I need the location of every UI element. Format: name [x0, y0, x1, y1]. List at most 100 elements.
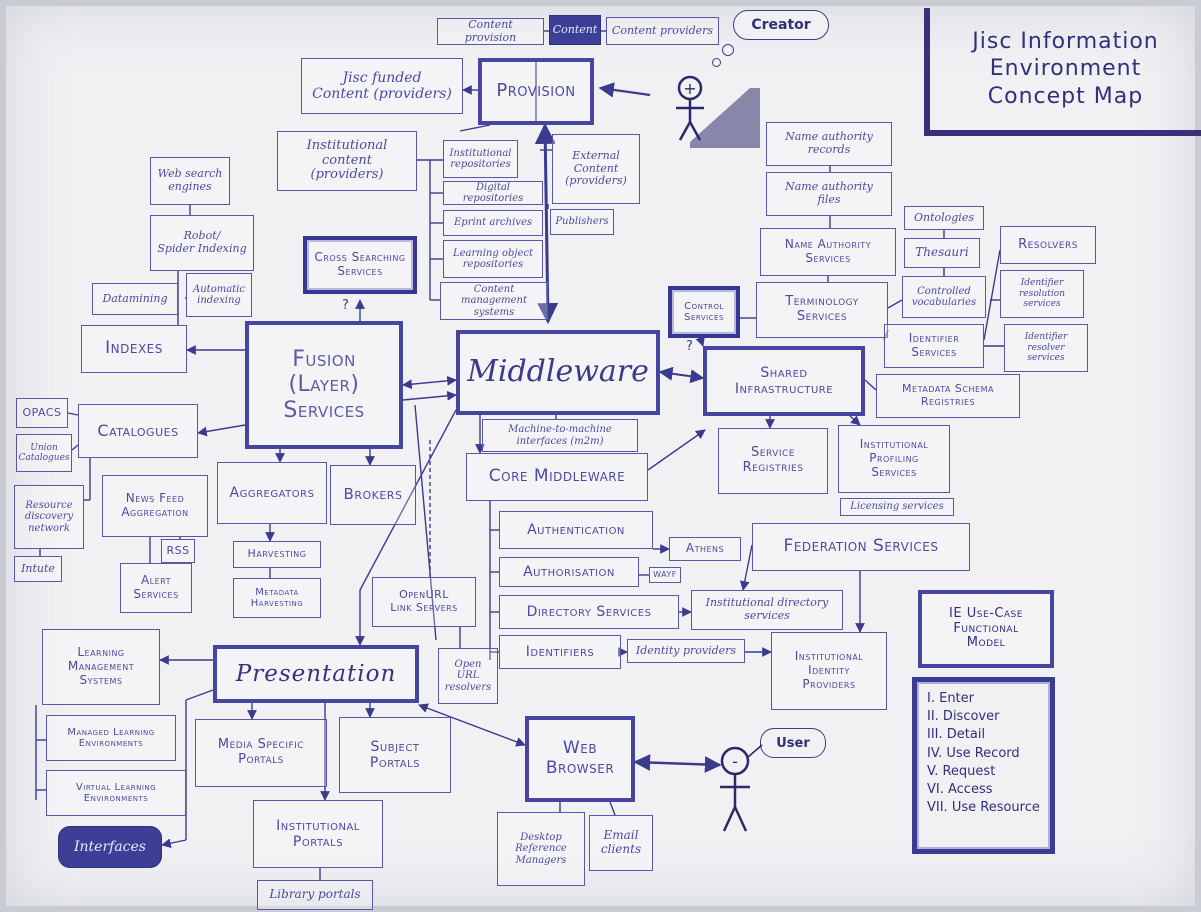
terminology-services-box: Terminology Services	[756, 282, 888, 338]
creator-label: Creator	[751, 17, 811, 33]
provision-box: Provision	[478, 58, 594, 125]
institutional-portals-box: Institutional Portals	[253, 800, 383, 868]
robot-spider-indexing-box: Robot/ Spider Indexing	[150, 215, 254, 271]
alert-services-box: Alert Services	[120, 563, 192, 613]
union-catalogues-box: Union Catalogues	[16, 434, 72, 472]
openurl-link-servers-box: OpenURL Link Servers	[372, 577, 476, 627]
identifier-resolver-services-box: Identifier resolver services	[1004, 324, 1088, 372]
name-authority-files-box: Name authority files	[766, 172, 892, 216]
service-registries-box: Service Registries	[718, 428, 828, 494]
content-provision-box: Content provision	[437, 18, 544, 45]
control-services-box: Control Services	[668, 286, 740, 338]
directory-services-box: Directory Services	[499, 595, 679, 629]
use-case-step: VI. Access	[927, 781, 993, 797]
thought-dot	[712, 58, 721, 67]
use-case-step: I. Enter	[927, 691, 974, 706]
institutional-content-box: Institutional content (providers)	[277, 131, 417, 191]
federation-services-box: Federation Services	[752, 523, 970, 571]
use-case-step: VII. Use Resource	[927, 800, 1040, 816]
resource-discovery-network-box: Resource discovery network	[14, 485, 84, 549]
catalogues-box: Catalogues	[78, 404, 198, 458]
open-url-resolvers-box: Open URL resolvers	[438, 648, 498, 704]
brokers-box: Brokers	[330, 465, 416, 525]
athens-box: Athens	[669, 537, 741, 561]
creator-figure-mark: +	[683, 79, 696, 98]
content-providers-box: Content providers	[606, 17, 719, 45]
thought-dot	[722, 44, 734, 56]
web-browser-box: Web Browser	[525, 716, 635, 802]
indexes-box: Indexes	[81, 325, 187, 373]
metadata-harvesting-box: Metadata Harvesting	[233, 578, 321, 618]
resolvers-box: Resolvers	[1000, 226, 1096, 264]
core-middleware-box: Core Middleware	[466, 453, 648, 501]
automatic-indexing-box: Automatic indexing	[186, 273, 252, 317]
identity-providers-box: Identity providers	[627, 639, 745, 663]
institutional-identity-providers-box: Institutional Identity Providers	[771, 632, 887, 710]
question-mark: ?	[686, 339, 693, 354]
use-case-step: III. Detail	[927, 727, 986, 743]
title-line: Environment	[989, 56, 1142, 82]
news-feed-aggregation-box: News Feed Aggregation	[102, 475, 208, 537]
creator-thought-cloud: Creator	[733, 10, 829, 40]
external-content-box: External Content (providers)	[552, 134, 640, 204]
metadata-schema-registries-box: Metadata Schema Registries	[876, 374, 1020, 418]
identifier-services-box: Identifier Services	[884, 324, 984, 368]
user-speech-bubble: User	[760, 728, 826, 758]
use-case-model-title-box: IE Use-Case Functional Model	[918, 590, 1054, 668]
learning-object-repositories-box: Learning object repositories	[443, 240, 543, 278]
user-label: User	[776, 735, 810, 751]
middleware-box: Middleware	[456, 330, 660, 415]
digital-repositories-box: Digital repositories	[443, 181, 543, 205]
institutional-repositories-box: Institutional repositories	[443, 140, 518, 178]
use-case-step: V. Request	[927, 763, 996, 779]
subject-portals-box: Subject Portals	[339, 717, 451, 793]
thesauri-box: Thesauri	[904, 238, 980, 268]
licensing-services-box: Licensing services	[840, 498, 954, 516]
institutional-profiling-services-box: Institutional Profiling Services	[838, 425, 950, 493]
wayf-box: WAYF	[649, 567, 681, 583]
name-authority-records-box: Name authority records	[766, 122, 892, 166]
email-clients-box: Email clients	[589, 815, 653, 871]
identifier-resolution-services-box: Identifier resolution services	[1000, 270, 1084, 318]
map-title: Jisc Information Environment Concept Map	[924, 8, 1201, 136]
fusion-layer-services-box: Fusion (Layer) Services	[245, 321, 403, 449]
web-search-engines-box: Web search engines	[150, 157, 230, 205]
desktop-reference-managers-box: Desktop Reference Managers	[497, 812, 585, 886]
aggregators-box: Aggregators	[217, 462, 327, 524]
cross-searching-services-box: Cross Searching Services	[303, 236, 417, 294]
use-case-steps-list: I. Enter II. Discover III. Detail IV. Us…	[912, 677, 1055, 854]
rss-box: RSS	[161, 539, 195, 563]
creator-figure-icon: +	[676, 75, 760, 148]
opacs-box: OPACS	[16, 398, 68, 428]
managed-learning-environments-box: Managed Learning Environments	[46, 715, 176, 761]
harvesting-box: Harvesting	[233, 541, 321, 568]
use-case-step: II. Discover	[927, 709, 1000, 725]
identifiers-box: Identifiers	[499, 635, 621, 669]
question-mark: ?	[342, 298, 349, 313]
user-figure-icon: -	[720, 744, 763, 832]
authentication-box: Authentication	[499, 511, 653, 549]
authorisation-box: Authorisation	[499, 557, 639, 587]
ontologies-box: Ontologies	[904, 206, 984, 230]
jisc-funded-content-box: Jisc funded Content (providers)	[301, 58, 463, 114]
title-line: Concept Map	[987, 83, 1144, 109]
shared-infrastructure-box: Shared Infrastructure	[703, 346, 865, 416]
paper-sheet	[6, 6, 1195, 906]
eprint-archives-box: Eprint archives	[443, 210, 543, 236]
user-figure-mark: -	[732, 752, 738, 771]
interfaces-box: Interfaces	[58, 826, 162, 868]
library-portals-box: Library portals	[257, 880, 373, 910]
publishers-box: Publishers	[550, 209, 614, 235]
machine-to-machine-interfaces-box: Machine-to-machine interfaces (m2m)	[482, 419, 638, 452]
use-case-step: IV. Use Record	[927, 745, 1020, 761]
media-specific-portals-box: Media Specific Portals	[195, 719, 327, 787]
learning-management-systems-box: Learning Management Systems	[42, 629, 160, 705]
content-management-systems-box: Content management systems	[440, 282, 548, 320]
name-authority-services-box: Name Authority Services	[760, 228, 896, 276]
intute-box: Intute	[14, 556, 62, 582]
content-box: Content	[549, 15, 601, 45]
virtual-learning-environments-box: Virtual Learning Environments	[46, 770, 186, 816]
datamining-box: Datamining	[92, 283, 178, 315]
presentation-box: Presentation	[213, 645, 419, 703]
institutional-directory-services-box: Institutional directory services	[691, 590, 843, 630]
